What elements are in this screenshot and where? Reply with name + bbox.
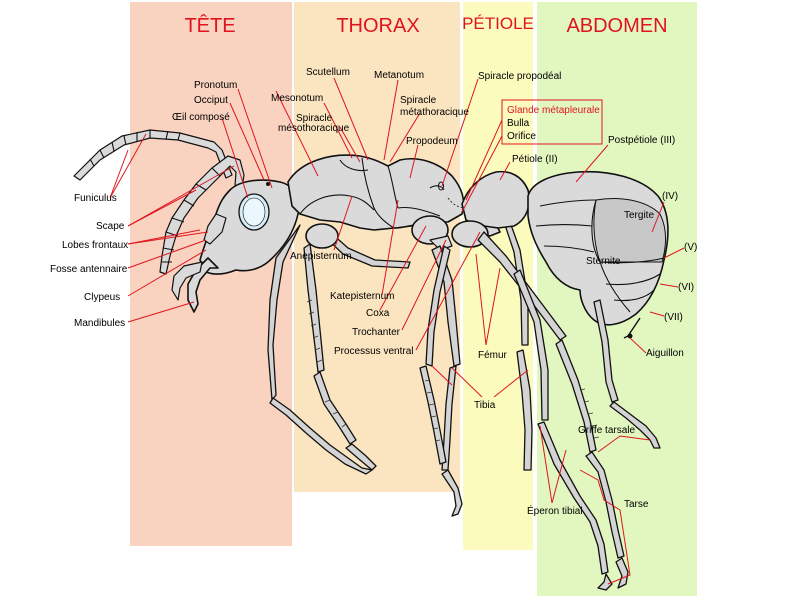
region-title-head: TÊTE <box>184 14 235 37</box>
label-occiput: Occiput <box>194 95 228 106</box>
legs-far-side <box>267 221 533 475</box>
label-clypeus: Clypeus <box>84 292 120 303</box>
label-spiracle-propodeal: Spiracle propodéal <box>478 71 561 82</box>
label-katepisternum: Katepisternum <box>330 291 394 302</box>
antennae <box>73 129 245 275</box>
label-seg-vi: (VI) <box>678 282 694 293</box>
annotation-labels: Pronotum Occiput Œil composé Funiculus S… <box>50 67 697 517</box>
label-anepisternum: Anepisternum <box>290 251 352 262</box>
label-seg-iv: (IV) <box>662 191 678 202</box>
label-glande-metapleurale: Glande métapleurale <box>507 105 600 116</box>
ant-illustration <box>73 129 669 591</box>
legs-near-side <box>303 215 661 591</box>
label-spiracle-metathoracique-2: métathoracique <box>400 107 469 118</box>
gaster <box>527 170 669 339</box>
label-spiracle-mesothoracique-2: mésothoracique <box>278 123 350 134</box>
label-coxa: Coxa <box>366 308 390 319</box>
label-funiculus: Funiculus <box>74 193 117 204</box>
label-pronotum: Pronotum <box>194 80 237 91</box>
region-title-thorax: THORAX <box>336 15 419 37</box>
label-mesonotum: Mesonotum <box>271 93 323 104</box>
label-postpetiole-iii: Postpétiole (III) <box>608 135 675 146</box>
label-propodeum: Propodeum <box>406 136 458 147</box>
label-trochanter: Trochanter <box>352 327 401 338</box>
label-spiracle-mesothoracique-1: Spiracle <box>296 113 333 124</box>
label-seg-vii: (VII) <box>664 312 683 323</box>
label-oeil-compose: Œil composé <box>172 112 230 123</box>
annotation-pointers <box>109 77 685 585</box>
region-title-abdomen: ABDOMEN <box>566 15 667 37</box>
label-metanotum: Metanotum <box>374 70 424 81</box>
label-sternite: Sternite <box>586 256 621 267</box>
label-bulla: Bulla <box>507 118 530 129</box>
label-tarse: Tarse <box>624 499 649 510</box>
label-processus-ventral: Processus ventral <box>334 346 413 357</box>
label-seg-v: (V) <box>684 242 697 253</box>
label-lobes-frontaux: Lobes frontaux <box>62 240 128 251</box>
head <box>171 179 300 313</box>
region-title-petiole: PÉTIOLE <box>462 14 534 33</box>
label-femur: Fémur <box>478 350 508 361</box>
label-scutellum: Scutellum <box>306 67 350 78</box>
label-petiole-ii: Pétiole (II) <box>512 154 558 165</box>
label-scape: Scape <box>96 221 125 232</box>
label-spiracle-metathoracique-1: Spiracle <box>400 95 437 106</box>
label-orifice: Orifice <box>507 131 536 142</box>
label-fosse-antennaire: Fosse antennaire <box>50 264 128 275</box>
label-mandibules: Mandibules <box>74 318 125 329</box>
label-tergite: Tergite <box>624 210 654 221</box>
label-aiguillon: Aiguillon <box>646 348 684 359</box>
label-griffe-tarsale: Griffe tarsale <box>578 425 635 436</box>
label-eperon-tibial: Éperon tibial <box>527 504 583 517</box>
label-tibia: Tibia <box>474 400 496 411</box>
